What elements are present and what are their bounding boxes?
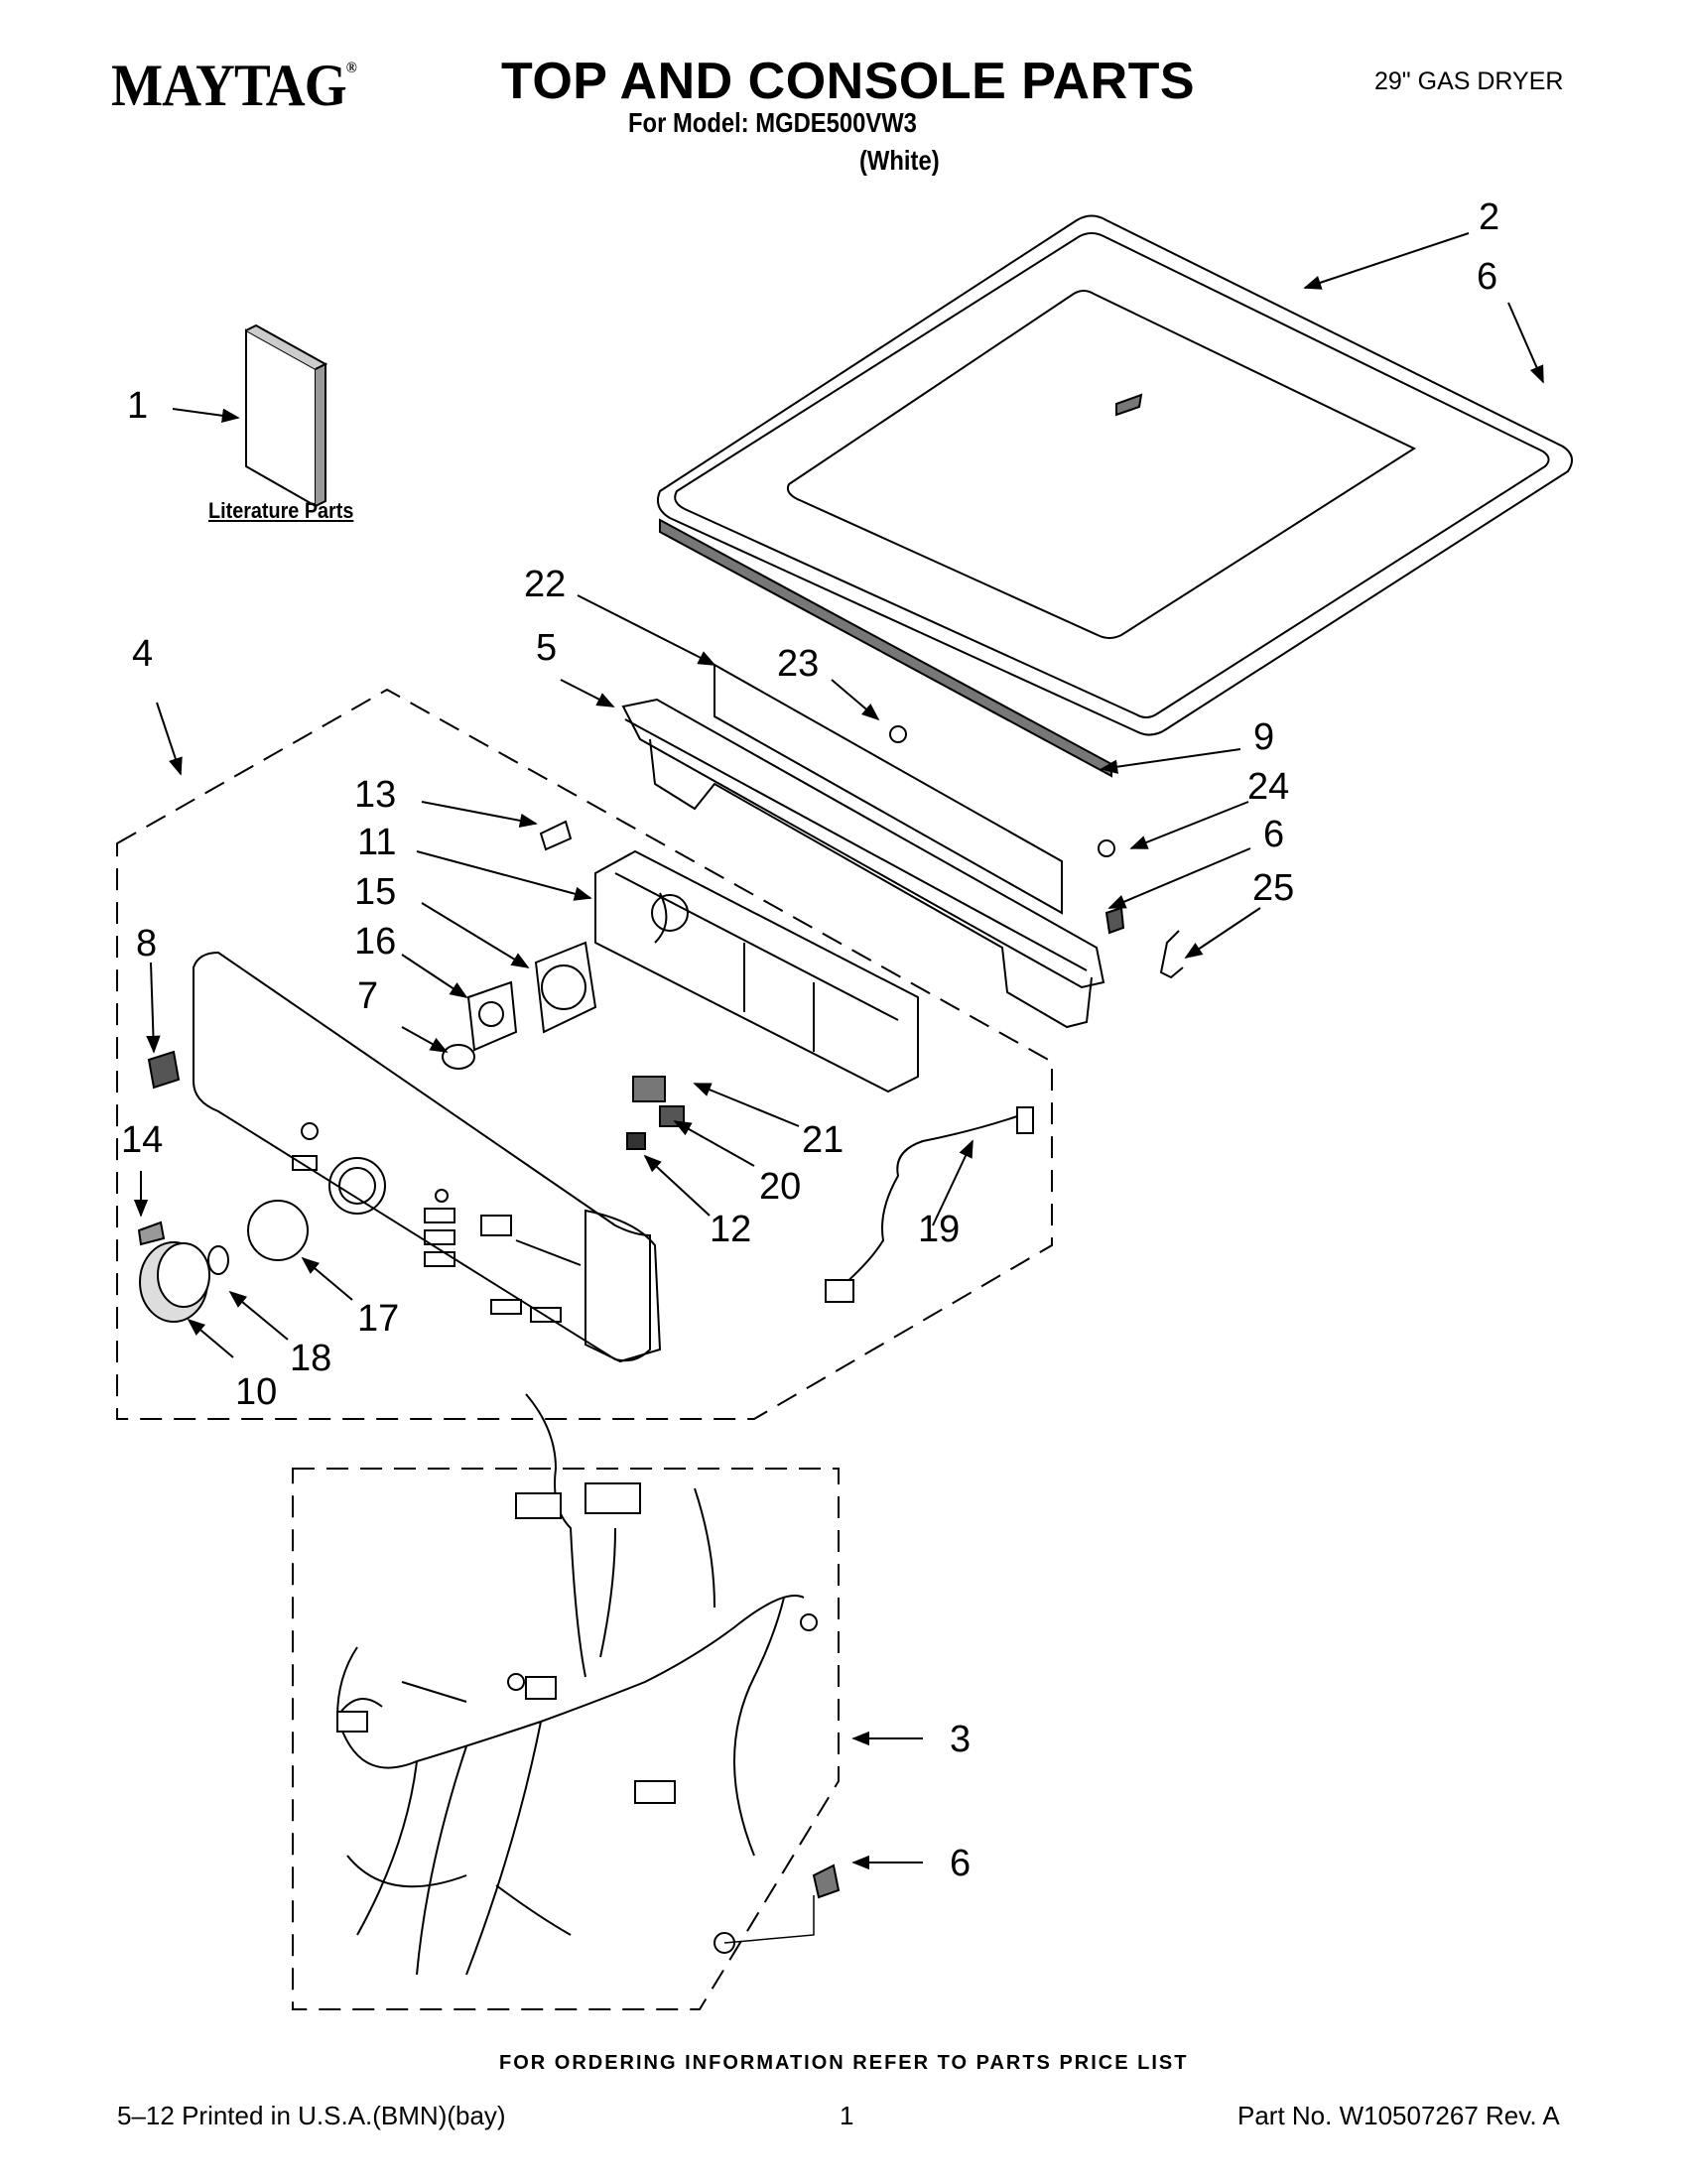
callout-1: 1 — [127, 385, 149, 427]
callout-16: 16 — [354, 921, 397, 963]
callout-6-top: 6 — [1477, 256, 1498, 298]
callout-19: 19 — [918, 1209, 961, 1250]
callout-25: 25 — [1252, 867, 1295, 909]
registered-mark: ® — [345, 60, 357, 76]
callout-6-middle: 6 — [1263, 814, 1285, 855]
callout-arrows — [133, 232, 1544, 1870]
brand-name: MAYTAG — [111, 53, 347, 118]
callout-7: 7 — [357, 975, 379, 1017]
callout-6-bottom: 6 — [950, 1843, 972, 1884]
console-harness-drawing — [825, 393, 1184, 1303]
literature-booklet-icon — [245, 323, 328, 508]
brand-logo: MAYTAG® — [111, 52, 357, 120]
callout-15: 15 — [354, 871, 397, 913]
callout-14: 14 — [121, 1119, 164, 1161]
model-line: For Model: MGDE500VW3 — [628, 107, 917, 138]
callout-21: 21 — [802, 1119, 844, 1161]
callout-9: 9 — [1253, 716, 1275, 758]
product-type: 29" GAS DRYER — [1374, 67, 1564, 95]
callout-3: 3 — [950, 1719, 972, 1760]
top-panel-drawing — [657, 214, 1573, 778]
callout-12: 12 — [710, 1209, 752, 1250]
callout-22: 22 — [524, 564, 567, 605]
callout-10: 10 — [235, 1371, 278, 1413]
callout-17: 17 — [357, 1298, 400, 1340]
console-panel-drawing — [193, 951, 662, 1363]
ordering-note: FOR ORDERING INFORMATION REFER TO PARTS … — [499, 2052, 1189, 2074]
console-bracket-drawing — [621, 663, 1105, 1029]
callout-5: 5 — [536, 627, 558, 669]
knob-drawing — [137, 1050, 685, 1323]
part-number: Part No. W10507267 Rev. A — [1237, 2101, 1560, 2130]
callout-13: 13 — [354, 774, 397, 816]
callout-8: 8 — [136, 923, 158, 964]
page-number: 1 — [840, 2101, 854, 2130]
callout-18: 18 — [290, 1338, 332, 1379]
callout-23: 23 — [777, 643, 820, 685]
callout-11: 11 — [357, 822, 397, 863]
color-line: (White) — [859, 145, 940, 176]
callout-20: 20 — [759, 1166, 802, 1208]
callout-4: 4 — [132, 633, 154, 675]
main-harness-drawing — [335, 1393, 841, 1976]
callout-2: 2 — [1479, 196, 1500, 238]
control-board-drawing — [594, 849, 919, 1093]
callout-24: 24 — [1247, 766, 1290, 808]
print-info: 5–12 Printed in U.S.A.(BMN)(bay) — [117, 2101, 506, 2130]
console-group-outline — [116, 688, 1053, 1420]
page-title: TOP AND CONSOLE PARTS — [501, 53, 1196, 110]
harness-group-outline — [292, 1468, 840, 2010]
literature-parts-label: Literature Parts — [208, 498, 354, 523]
encoder-parts-drawing — [442, 820, 597, 1070]
